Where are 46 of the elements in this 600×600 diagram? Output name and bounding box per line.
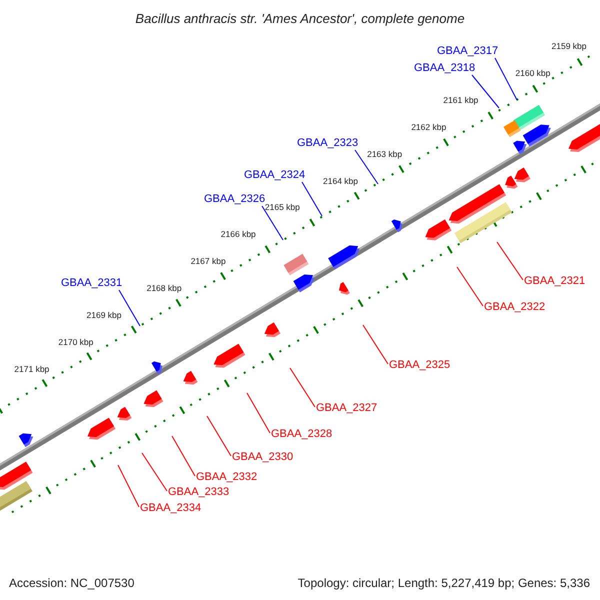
scale-label: 2161 kbp <box>443 94 478 106</box>
gene-label: GBAA_2333 <box>168 486 230 499</box>
leader-line <box>496 242 524 280</box>
leader-line <box>354 150 378 184</box>
leader-line <box>118 290 140 326</box>
scale-label: 2167 kbp <box>190 256 226 268</box>
gene-label: GBAA_2327 <box>316 402 378 415</box>
scale-label: 2159 kbp <box>552 41 586 52</box>
gene-label: GBAA_2323 <box>297 137 358 150</box>
scale-label: 2170 kbp <box>58 336 94 348</box>
leader-line <box>302 182 322 216</box>
scale-label: 2168 kbp <box>146 283 182 294</box>
leader-line <box>172 436 196 476</box>
leader-line <box>362 324 388 364</box>
gene-label: GBAA_2331 <box>61 277 122 290</box>
gene-label: GBAA_2321 <box>524 275 586 288</box>
gene-label: GBAA_2330 <box>232 451 294 464</box>
gene-label: GBAA_2325 <box>389 359 450 372</box>
gene-label: GBAA_2324 <box>244 169 306 182</box>
gene-label: GBAA_2326 <box>204 193 266 206</box>
leader-line <box>262 206 284 240</box>
leader-line <box>494 58 518 100</box>
leader-line <box>246 392 270 434</box>
scale-label: 2169 kbp <box>86 310 122 321</box>
leader-line <box>206 416 232 456</box>
gene-label: GBAA_2328 <box>271 428 332 441</box>
genome-info-text: Topology: circular; Length: 5,227,419 bp; Genes: 5,336 <box>298 575 590 592</box>
scale-label: 2163 kbp <box>367 148 402 160</box>
gene-label: GBAA_2318 <box>414 62 476 75</box>
chart-title: Bacillus anthracis str. 'Ames Ancestor', complete genome <box>134 10 466 28</box>
scale-label: 2162 kbp <box>411 122 446 133</box>
scale-label: 2160 kbp <box>515 68 550 79</box>
scale-label: 2164 kbp <box>323 176 358 186</box>
accession-text: Accession: NC_007530 <box>9 575 134 592</box>
gene-label: GBAA_2334 <box>140 502 202 515</box>
leader-line <box>472 74 500 108</box>
gene-label: GBAA_2322 <box>484 301 546 314</box>
leader-line <box>142 452 168 492</box>
leader-line <box>290 368 316 408</box>
gene-label: GBAA_2332 <box>196 471 258 484</box>
scale-label: 2171 kbp <box>14 364 50 375</box>
scale-label: 2165 kbp <box>264 202 300 214</box>
gene-label: GBAA_2317 <box>437 45 498 58</box>
scale-label: 2166 kbp <box>220 229 256 240</box>
leader-line <box>456 266 484 306</box>
leader-line <box>118 464 140 508</box>
